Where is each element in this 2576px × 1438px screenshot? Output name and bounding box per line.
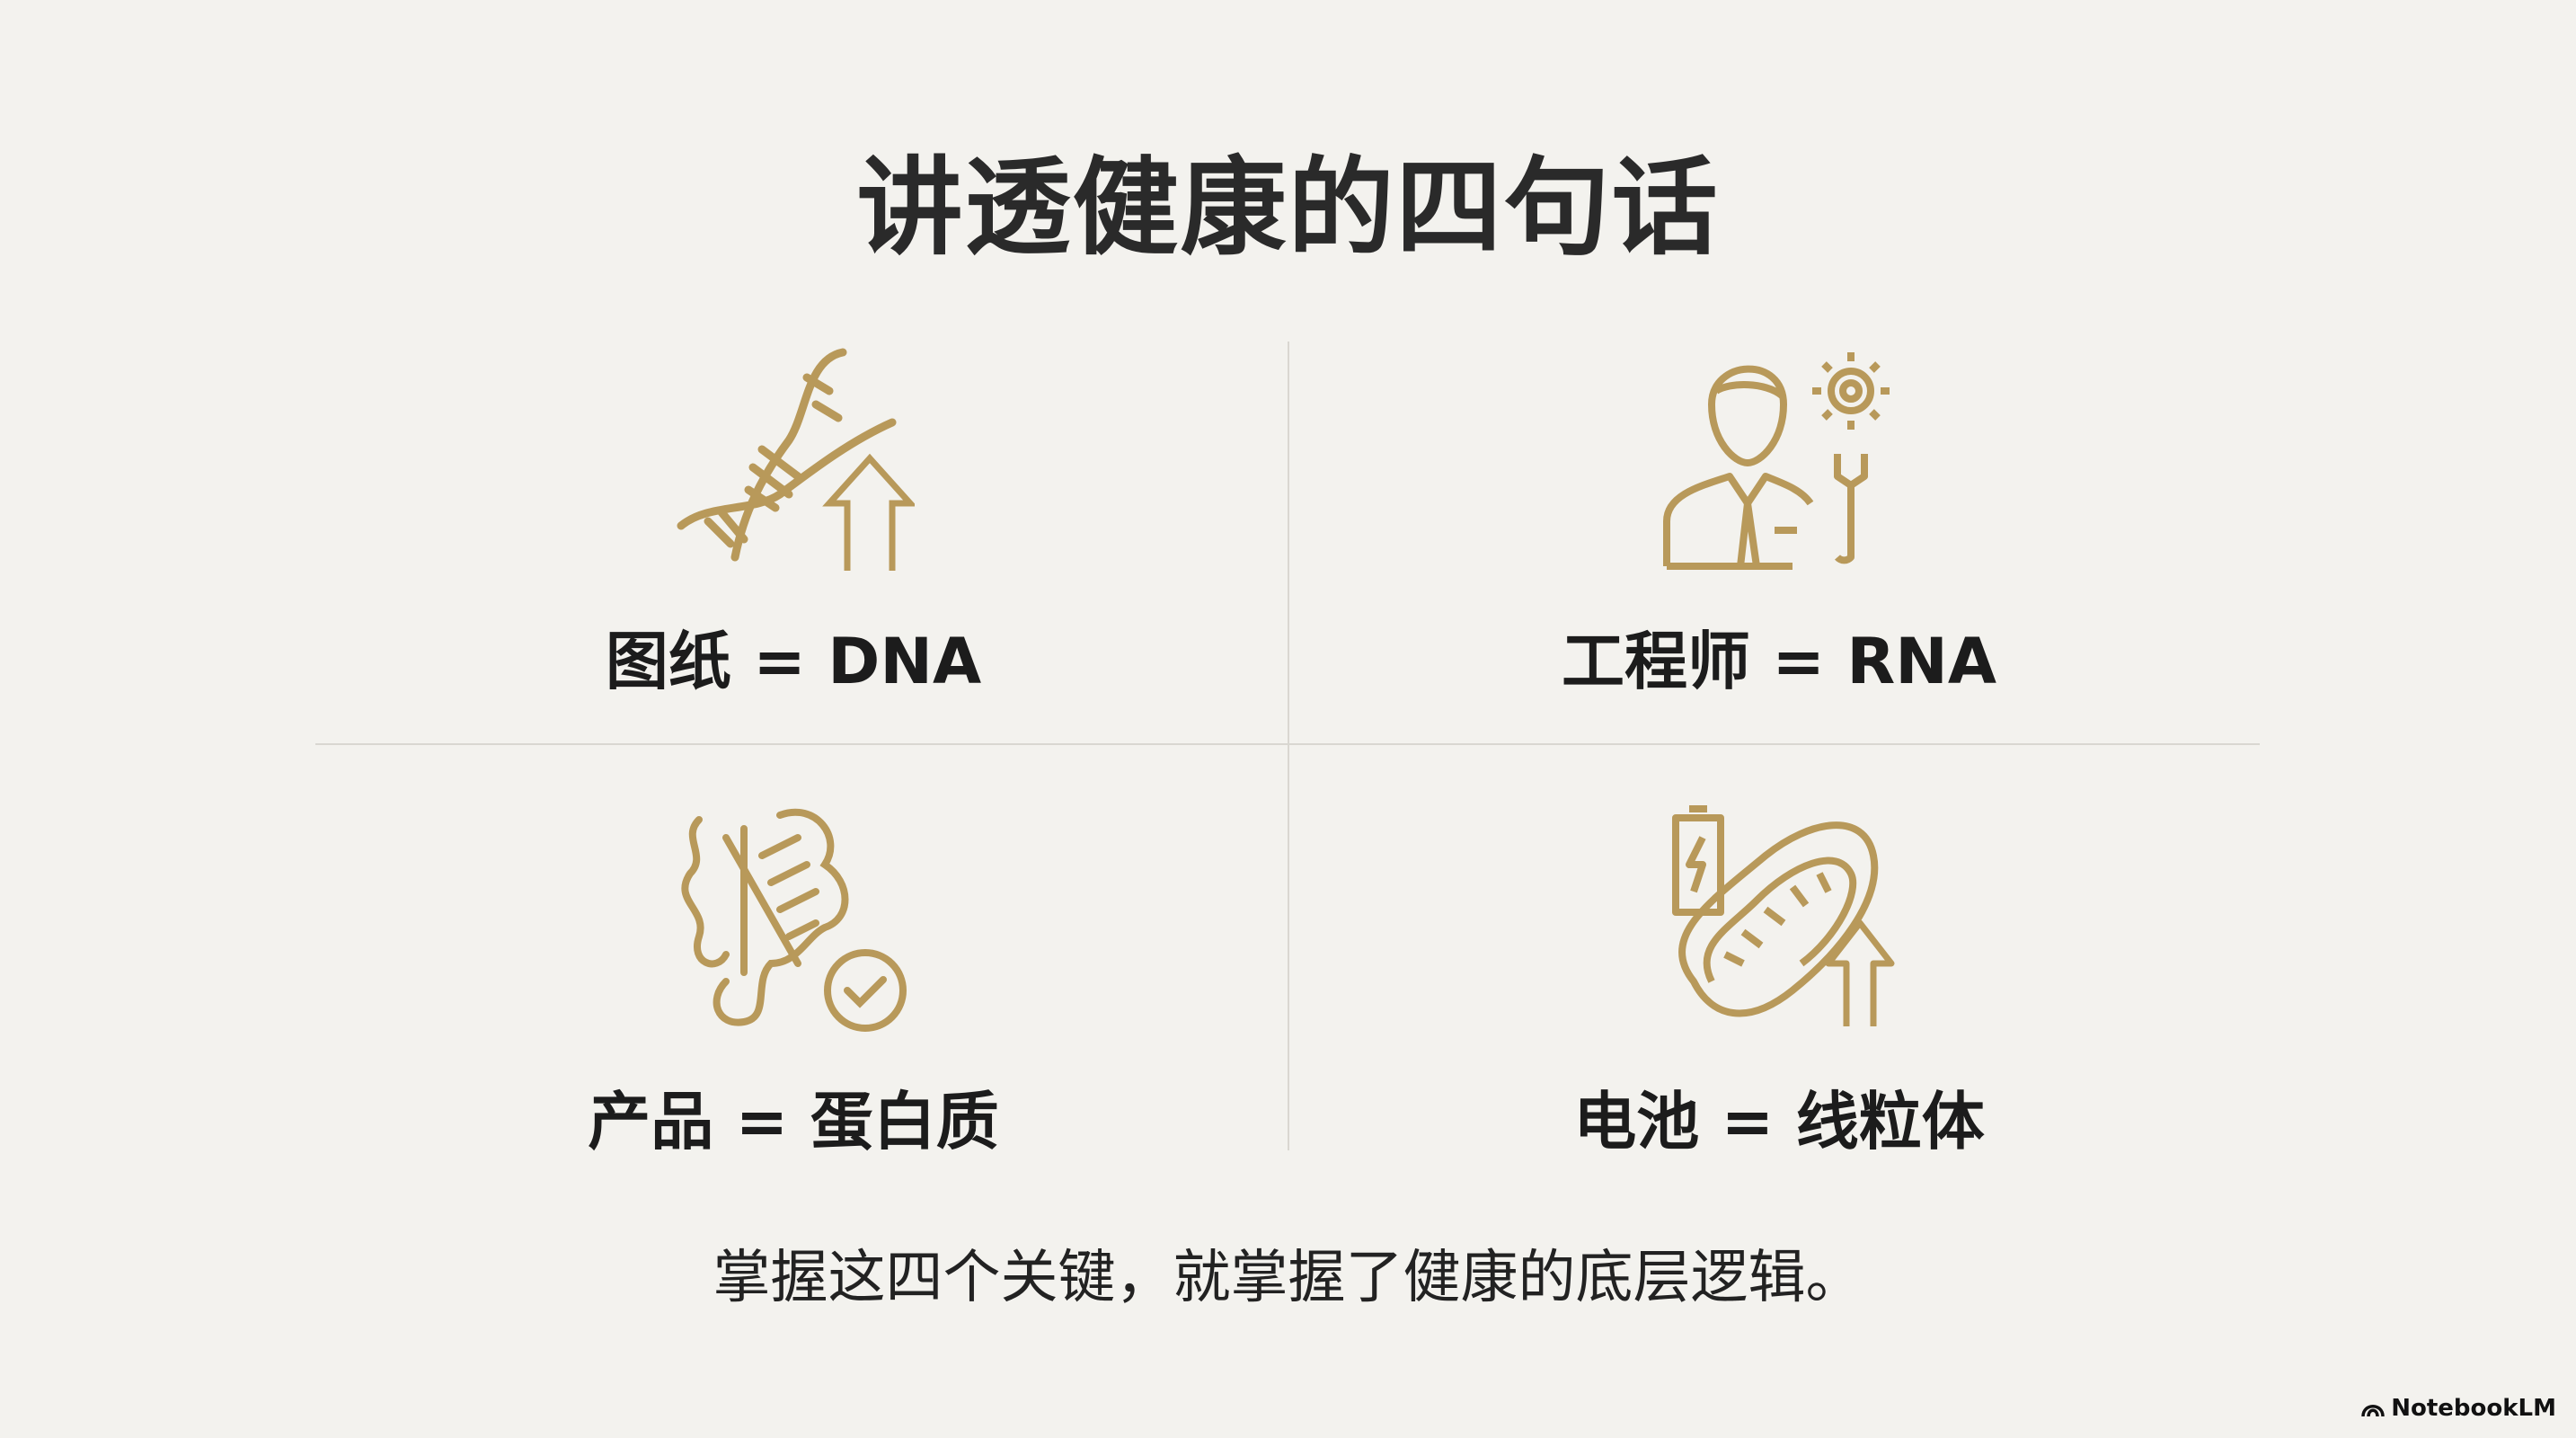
vertical-divider [1288,342,1289,1150]
summary-text: 掌握这四个关键，就掌握了健康的底层逻辑。 [713,1245,1863,1311]
mitochondria-battery-icon [1672,805,1895,1026]
notebooklm-logo-icon [2361,1405,2385,1417]
card-label: 工程师 = RNA [1561,625,1997,698]
card-label: 图纸 = DNA [605,625,982,698]
horizontal-divider [315,743,2260,745]
protein-check-icon [681,808,907,1032]
card-protein: 产品 = 蛋白质 [344,802,1243,1162]
card-mitochondria: 电池 = 线粒体 [1330,802,2228,1162]
card-label: 产品 = 蛋白质 [588,1085,999,1158]
brand-watermark: NotebookLM [2360,1395,2556,1422]
engineer-gear-wrench-icon [1663,352,1890,570]
page-title: 讲透健康的四句话 [856,145,1720,270]
brand-name: NotebookLM [2391,1395,2556,1422]
dna-arrow-up-icon [677,348,915,571]
card-dna: 图纸 = DNA [344,342,1243,702]
card-label: 电池 = 线粒体 [1573,1085,1985,1158]
card-rna: 工程师 = RNA [1330,342,2228,702]
